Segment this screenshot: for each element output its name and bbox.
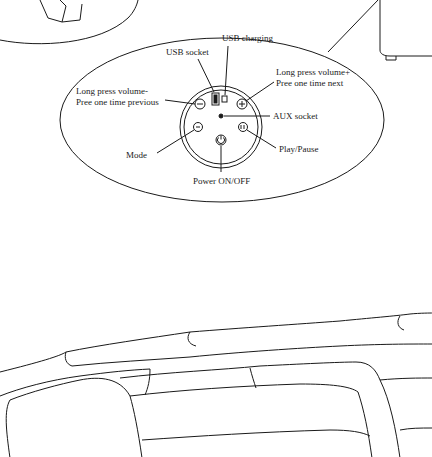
leader-line [225, 46, 228, 95]
button-label: Mode [126, 150, 156, 161]
usb-charging-port [222, 96, 227, 102]
button-icon [197, 104, 203, 105]
leader-line [224, 116, 270, 117]
sofa [0, 313, 432, 457]
leader-line [157, 130, 194, 153]
usb-socket [212, 93, 219, 105]
button-icon [241, 125, 244, 129]
leader-line [221, 146, 222, 172]
port-label: USB socket [166, 47, 226, 58]
play-pause-button [239, 123, 248, 132]
furniture-foot [386, 56, 396, 60]
furniture-edge [380, 0, 432, 56]
leader-line [247, 130, 276, 148]
callout-ellipse [60, 38, 384, 202]
button-label: Power ON/OFF [193, 176, 263, 187]
button-label: Long press volume- Pree one time previou… [76, 86, 162, 108]
button-icon [218, 136, 225, 144]
port-label: AUX socket [273, 111, 333, 122]
detail-circle [0, 0, 138, 44]
power-button [216, 135, 226, 145]
detail-part [62, 4, 82, 22]
detail-part [40, 0, 66, 22]
leader-line [246, 82, 274, 101]
callout-line [328, 0, 378, 52]
leader-line [165, 100, 195, 104]
button-label: Play/Pause [279, 144, 339, 155]
volume-down-button [195, 99, 205, 109]
port-label: USB charging [222, 33, 292, 44]
aux-socket [219, 114, 223, 118]
button-icon [239, 101, 245, 107]
usb-socket-slot [214, 95, 217, 103]
leader-line [198, 59, 214, 92]
mode-button [194, 123, 203, 132]
button-icon [196, 127, 200, 128]
button-label: Long press volume+ Pree one time next [276, 67, 366, 89]
volume-up-button [237, 99, 247, 109]
